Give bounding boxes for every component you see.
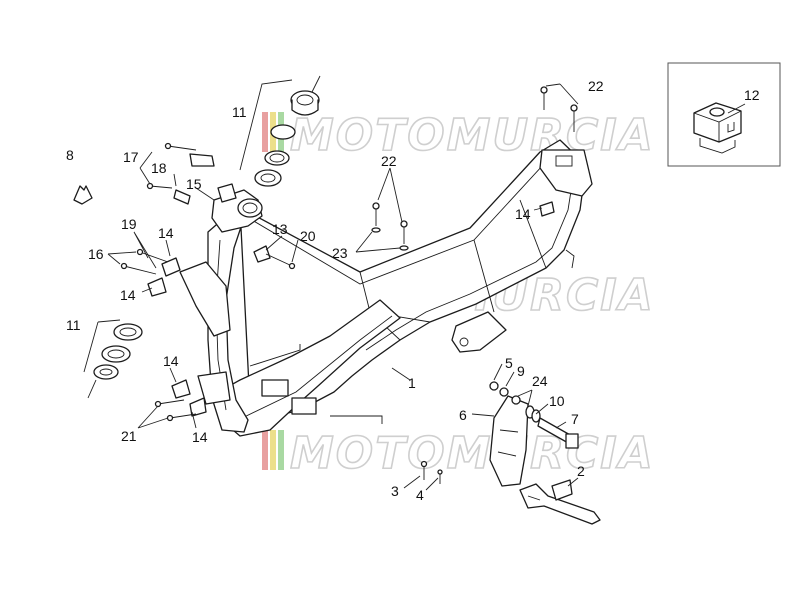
clip-part-14-rear	[539, 201, 555, 217]
stand-bracket-part-6	[489, 395, 529, 487]
callout-3: 3	[391, 483, 399, 499]
callout-11-lower: 11	[66, 317, 81, 333]
watermark-stripe	[270, 430, 276, 470]
watermark-stripe	[278, 430, 284, 470]
stand-hardware-5-9-24-10	[489, 381, 541, 423]
callout-19: 19	[121, 216, 137, 232]
stand-pin-part-7	[537, 417, 579, 449]
callout-24: 24	[532, 373, 548, 389]
callout-14-d: 14	[192, 429, 208, 445]
callout-15: 15	[186, 176, 202, 192]
callout-2: 2	[577, 463, 585, 479]
watermark-stripe	[262, 430, 268, 470]
callout-13: 13	[272, 221, 288, 237]
callout-14-a: 14	[158, 225, 174, 241]
callout-18: 18	[151, 160, 167, 176]
callout-12: 12	[744, 87, 760, 103]
callout-14-e: 14	[515, 206, 531, 222]
bracket-bolts-17-18	[146, 142, 237, 205]
stand-part-2	[519, 479, 601, 525]
lower-brackets-14-21	[154, 379, 207, 422]
callout-6: 6	[459, 407, 467, 423]
watermark-text: MOTOMURCIA	[290, 428, 655, 479]
callout-11-upper: 11	[232, 104, 247, 120]
callout-9: 9	[517, 363, 525, 379]
inset-box-part-12	[667, 62, 781, 167]
bracket-bolts-16-19	[120, 248, 181, 297]
upper-bearing-set-part-11	[254, 90, 320, 187]
watermark-text: MOTOMURCIA	[290, 110, 655, 161]
callout-8: 8	[66, 147, 74, 163]
watermark-stripe	[262, 112, 268, 152]
callout-22-middle: 22	[381, 153, 397, 169]
callout-17: 17	[123, 149, 139, 165]
main-frame-part-1	[179, 139, 593, 437]
callout-20: 20	[300, 228, 316, 244]
callout-5: 5	[505, 355, 513, 371]
clip-part-8	[73, 185, 93, 205]
callout-21: 21	[121, 428, 137, 444]
callout-22-rear: 22	[588, 78, 604, 94]
callout-labels: 1 2 3 4 5 6 7 8 9 10 11 11 12 13 14 14 1…	[66, 78, 760, 503]
callout-7: 7	[571, 411, 579, 427]
callout-23: 23	[332, 245, 348, 261]
watermark-top: MOTOMURCIA	[262, 109, 655, 162]
callout-1: 1	[408, 375, 416, 391]
callout-4: 4	[416, 487, 424, 503]
callout-14-c: 14	[163, 353, 179, 369]
watermark-bottom: MOTOMURCIA	[262, 427, 655, 480]
lower-bearing-set-part-11	[93, 323, 143, 380]
screw-parts-3-4	[420, 460, 443, 484]
callout-10: 10	[549, 393, 565, 409]
leader-lines	[83, 75, 579, 491]
callout-14-b: 14	[120, 287, 136, 303]
callout-16: 16	[88, 246, 104, 262]
bolts-part-22-23	[371, 86, 578, 251]
